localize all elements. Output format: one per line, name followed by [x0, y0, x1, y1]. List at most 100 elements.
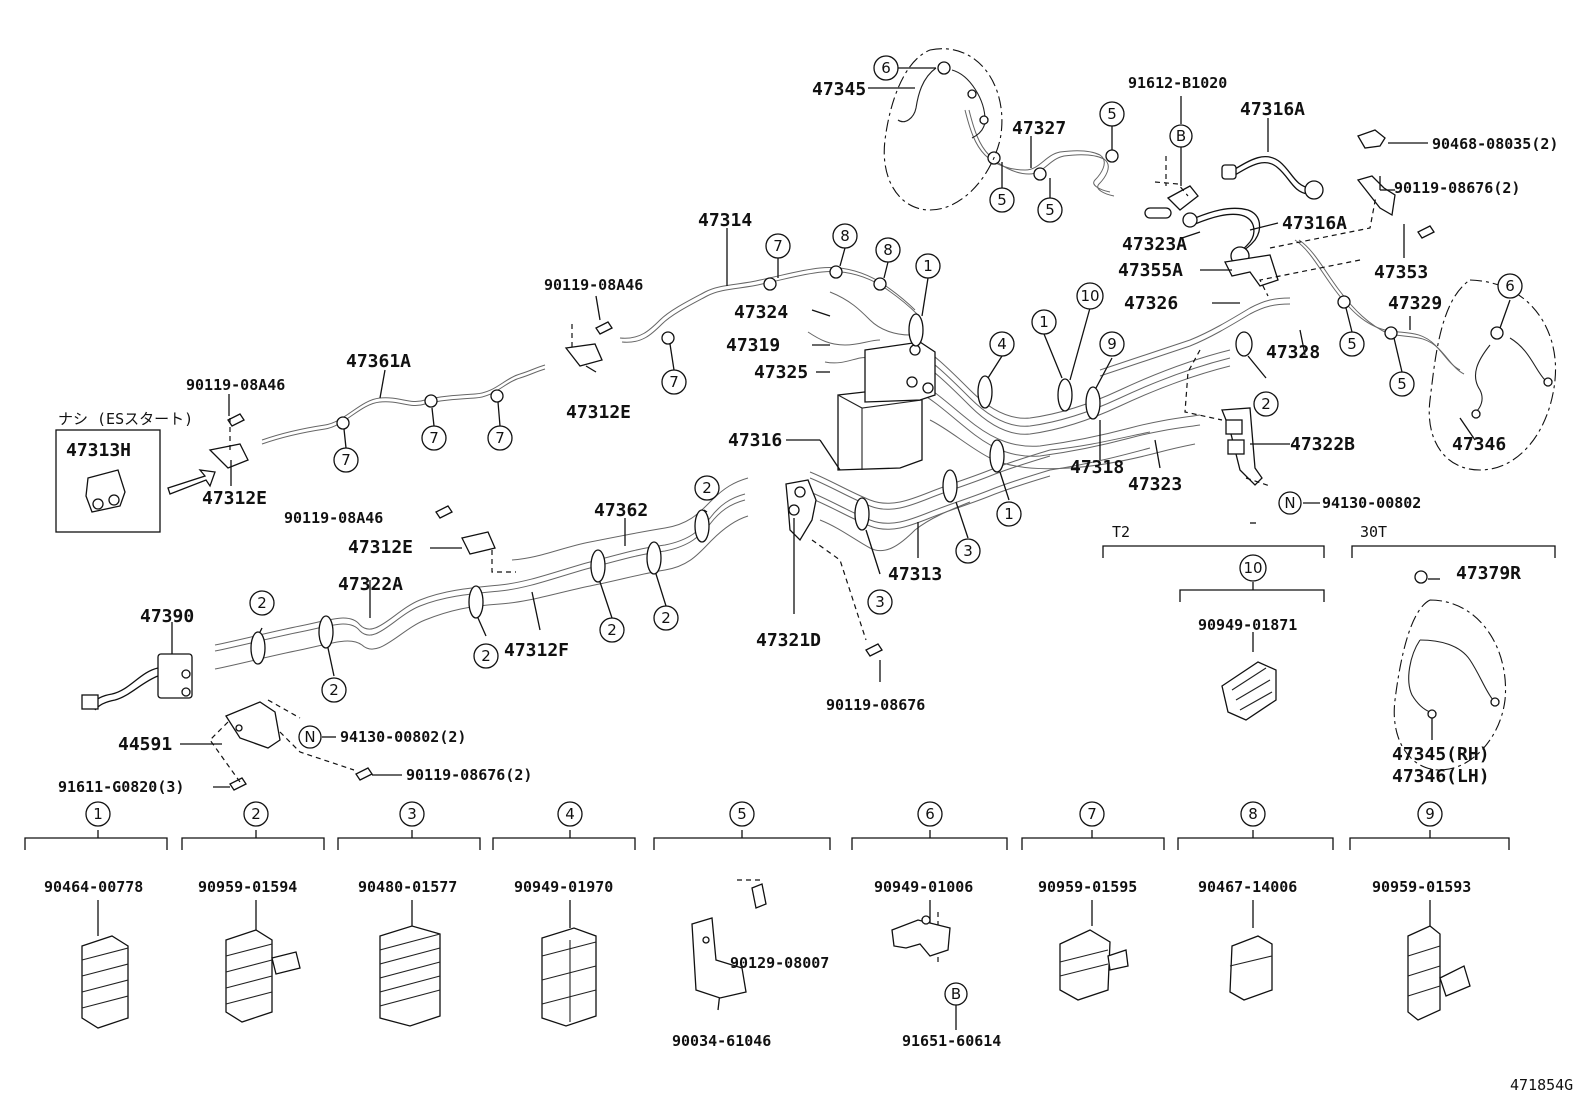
svg-text:6: 6 [925, 805, 935, 823]
ref-circle-5: 5 [1099, 101, 1125, 127]
svg-text:6: 6 [881, 59, 891, 77]
label-90119-08a46-left: 90119-08A46 [186, 376, 285, 394]
label-47312e-mid: 47312E [348, 537, 413, 558]
legend-part-9: 90959-01593 [1372, 878, 1471, 896]
label-30t: 30T [1360, 523, 1387, 541]
clamp-7-drawing [1059, 929, 1129, 1001]
svg-text:9: 9 [1107, 335, 1117, 353]
legend-circle-5: 5 [729, 801, 755, 827]
svg-text:10: 10 [1080, 287, 1099, 305]
svg-text:2: 2 [1261, 395, 1271, 413]
legend-circle-4: 4 [557, 801, 583, 827]
svg-text:7: 7 [1087, 805, 1097, 823]
svg-text:6: 6 [1505, 277, 1515, 295]
ref-circle-2: 2 [1253, 391, 1279, 417]
label-47355a: 47355A [1118, 260, 1183, 281]
clamp-5-drawing [691, 883, 767, 999]
label-90468-08035: 90468-08035(2) [1432, 135, 1558, 153]
label-47316: 47316 [728, 430, 782, 451]
label-47314: 47314 [698, 210, 752, 231]
ref-circle-b: B [944, 982, 968, 1006]
ref-circle-7: 7 [333, 447, 359, 473]
clamp-4-drawing [541, 927, 597, 1027]
ref-circle-2: 2 [599, 617, 625, 643]
legend-part-2: 90959-01594 [198, 878, 297, 896]
svg-text:7: 7 [341, 451, 351, 469]
svg-text:8: 8 [1248, 805, 1258, 823]
legend-part-6-extra: 91651-60614 [902, 1032, 1001, 1050]
ref-circle-n: N [1278, 491, 1302, 515]
label-44591: 44591 [118, 734, 172, 755]
legend-part-5: 90034-61046 [672, 1032, 771, 1050]
legend-circle-3: 3 [399, 801, 425, 827]
ref-circle-2: 2 [653, 605, 679, 631]
ref-circle-4: 4 [989, 331, 1015, 357]
label-47328: 47328 [1266, 342, 1320, 363]
brake-actuator [837, 341, 936, 471]
svg-text:N: N [304, 728, 315, 746]
label-47353: 47353 [1374, 262, 1428, 283]
svg-text:B: B [1176, 127, 1186, 145]
label-90119-08676: 90119-08676 [826, 696, 925, 714]
wheel-arc-47345 [883, 48, 1003, 211]
svg-text:5: 5 [1107, 105, 1117, 123]
svg-text:2: 2 [607, 621, 617, 639]
ref-circle-8: 8 [875, 237, 901, 263]
legend-part-8: 90467-14006 [1198, 878, 1297, 896]
ref-circle-5: 5 [1389, 371, 1415, 397]
ref-circle-5: 5 [1037, 197, 1063, 223]
part-labels: 47345 47327 91612-B1020 47316A 90468-080… [44, 74, 1573, 1094]
note-caption: ナシ (ESスタート) [58, 410, 193, 428]
svg-text:7: 7 [495, 429, 505, 447]
ref-circle-5: 5 [1339, 331, 1365, 357]
ref-circle-5: 5 [989, 187, 1015, 213]
wheel-arc-30t [1393, 570, 1507, 771]
svg-text:2: 2 [329, 681, 339, 699]
leader-lines [171, 67, 1511, 788]
svg-text:B: B [951, 985, 961, 1003]
legend-part-7: 90959-01595 [1038, 878, 1137, 896]
svg-text:5: 5 [1347, 335, 1357, 353]
pipe-clip-points [336, 61, 1504, 430]
label-91612-b1020: 91612-B1020 [1128, 74, 1227, 92]
note-box [55, 429, 216, 533]
legend-circle-9: 9 [1417, 801, 1443, 827]
label-90119-08676-2-top: 90119-08676(2) [1394, 179, 1520, 197]
svg-text:2: 2 [481, 647, 491, 665]
label-94130-00802-2: 94130-00802(2) [340, 728, 466, 746]
legend-part-4: 90949-01970 [514, 878, 613, 896]
svg-text:8: 8 [883, 241, 893, 259]
svg-text:2: 2 [661, 609, 671, 627]
label-47313: 47313 [888, 564, 942, 585]
legend-circle-6: 6 [917, 801, 943, 827]
label-47313h: 47313H [66, 440, 131, 461]
label-47323a: 47323A [1122, 234, 1187, 255]
svg-text:10: 10 [1243, 559, 1262, 577]
svg-text:7: 7 [429, 429, 439, 447]
ref-circle-2: 2 [473, 643, 499, 669]
svg-text:7: 7 [669, 373, 679, 391]
label-47316a-mid: 47316A [1282, 213, 1347, 234]
label-94130-00802: 94130-00802 [1322, 494, 1421, 512]
svg-text:1: 1 [1004, 505, 1014, 523]
ref-circle-1: 1 [1031, 309, 1057, 335]
legend-part-1: 90464-00778 [44, 878, 143, 896]
label-47379r: 47379R [1456, 563, 1521, 584]
svg-text:5: 5 [1045, 201, 1055, 219]
svg-text:9: 9 [1425, 805, 1435, 823]
group-brackets [1102, 545, 1556, 721]
label-47362: 47362 [594, 500, 648, 521]
legend-circle-8: 8 [1240, 801, 1266, 827]
label-47312f: 47312F [504, 640, 569, 661]
legend-circle-7: 7 [1079, 801, 1105, 827]
label-47324: 47324 [734, 302, 788, 323]
clamp-2-drawing [225, 929, 301, 1023]
clamp-legend [24, 830, 1510, 1030]
ref-circle-9: 9 [1099, 331, 1125, 357]
label-47390: 47390 [140, 606, 194, 627]
legend-part-6: 90949-01006 [874, 878, 973, 896]
label-47322b: 47322B [1290, 434, 1355, 455]
clamp-6-drawing [891, 915, 951, 957]
ref-circle-7: 7 [421, 425, 447, 451]
label-47318: 47318 [1070, 457, 1124, 478]
